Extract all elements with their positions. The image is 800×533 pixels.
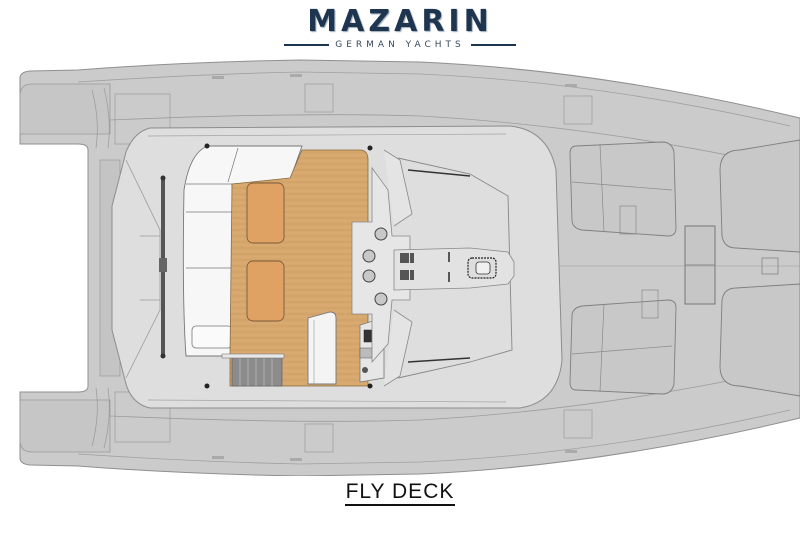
hatch xyxy=(563,409,593,439)
logo-tagline: GERMAN YACHTS xyxy=(335,40,465,50)
wet-bar-fridge xyxy=(307,311,337,385)
cleats xyxy=(204,143,373,389)
plan-title-label: FLY DECK xyxy=(344,480,456,506)
forward-console xyxy=(393,247,515,291)
logo-wordmark: MAZARIN xyxy=(307,4,493,39)
windscreen xyxy=(383,149,513,387)
hatch xyxy=(304,83,334,113)
plan-title: FLY DECK xyxy=(0,480,800,506)
hatch xyxy=(563,95,593,125)
logo-tagline-row: GERMAN YACHTS xyxy=(284,38,516,52)
companionway-stairs xyxy=(221,353,285,387)
cushion-table-1 xyxy=(246,182,285,244)
flybridge-settee xyxy=(182,145,303,357)
cushion-table-2 xyxy=(246,260,285,322)
brand-logo: MAZARIN GERMAN YACHTS xyxy=(0,0,800,56)
deck-plan xyxy=(0,56,800,477)
helm-console xyxy=(351,166,411,383)
helm-seats xyxy=(351,166,411,364)
logo-rule-left xyxy=(284,44,330,46)
logo-rule-right xyxy=(470,44,516,46)
bow-trampoline-cushions xyxy=(560,139,800,397)
hatch xyxy=(304,423,334,453)
